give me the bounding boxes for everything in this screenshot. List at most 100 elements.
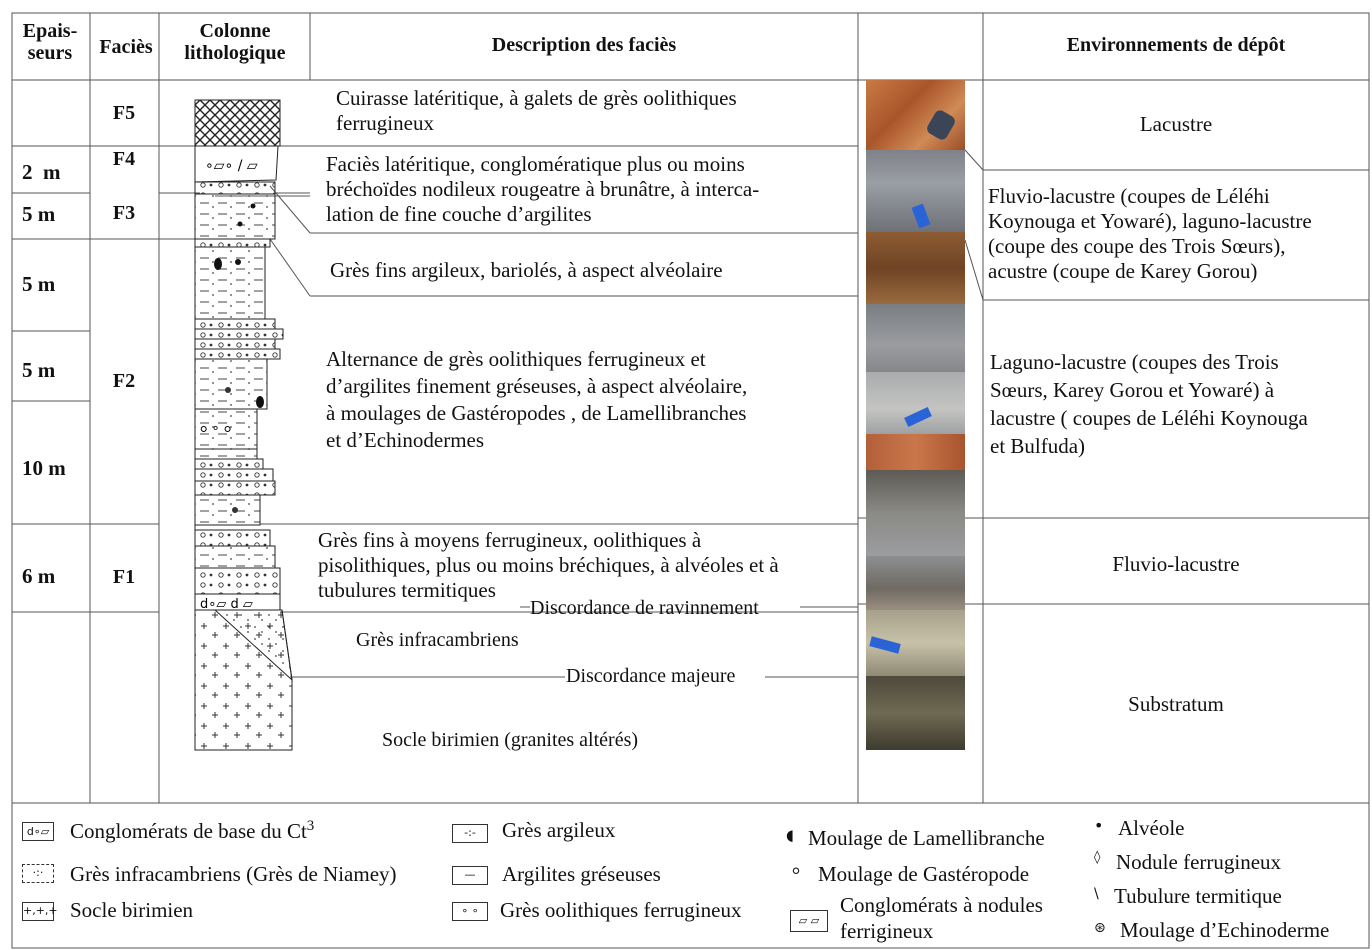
legend-infracambrien: Grès infracambriens (Grès de Niamey)	[70, 862, 397, 886]
facies-f5: F5	[112, 102, 136, 124]
description-f1-line: tubulures termitiques	[318, 578, 496, 602]
facies-f3: F3	[112, 202, 136, 224]
photo-f2b	[866, 372, 965, 434]
legend-argilites: Argilites gréseuses	[502, 862, 661, 886]
description-f5-line: Cuirasse latéritique, à galets de grès o…	[336, 86, 737, 110]
legend-symbol-glyph: -:-	[464, 826, 476, 839]
photo-f2d	[866, 470, 965, 556]
env-fluvio-laguno-line: Fluvio-lacustre (coupes de Léléhi	[988, 184, 1270, 208]
legend-symbol-conglomerat-nodules: ▱ ▱	[790, 910, 828, 932]
header-column-line1: Colonne	[199, 20, 271, 42]
header-column-line2: lithologique	[184, 42, 286, 64]
gres-infracambriens-label: Grès infracambriens	[356, 629, 519, 651]
photo-f3	[866, 232, 965, 304]
socle-label: Socle birimien (granites altérés)	[382, 729, 639, 751]
legend-symbol-glyph: ∘ ∘	[461, 904, 479, 917]
env-fluvio-laguno-line: (coupe des coupe des Trois Sœurs),	[988, 234, 1286, 258]
env-laguno-lacustre-line: et Bulfuda)	[990, 434, 1086, 458]
description-f4: Faciès latéritique, conglomératique plus…	[326, 152, 759, 227]
legend-symbol-argilites: —	[452, 866, 488, 885]
thickness-f4: 2 m	[22, 160, 61, 184]
lithological-column: ∘▱∘ / ▱ ߋ ∘ ߋ d∘▱ d ▱	[194, 99, 293, 751]
svg-text:ߋ ∘ ߋ: ߋ ∘ ߋ	[200, 421, 231, 436]
header-environment: Environnements de dépôt	[1066, 34, 1286, 56]
legend-symbol-lamellibranche: ◖	[786, 826, 794, 844]
legend-superscript: 3	[306, 818, 315, 834]
description-f5: Cuirasse latéritique, à galets de grès o…	[336, 86, 737, 136]
env-substratum: Substratum	[1128, 692, 1224, 716]
env-laguno-lacustre-line: lacustre ( coupes de Léléhi Koynouga	[990, 406, 1308, 430]
header-thickness: Epais- seurs	[14, 20, 86, 64]
facies-f2: F2	[112, 370, 136, 392]
legend-symbol-tubulure: \	[1094, 886, 1099, 902]
legend-symbol-infracambrien: ·:·	[22, 864, 54, 883]
env-laguno-lacustre-line: Laguno-lacustre (coupes des Trois	[990, 350, 1279, 374]
legend-symbol-socle: +,+,+	[22, 902, 58, 921]
description-f2: Alternance de grès oolithiques ferrugine…	[326, 346, 747, 454]
header-thickness-line2: seurs	[27, 42, 73, 64]
facies-f1: F1	[112, 566, 136, 588]
legend-lamellibranche: Moulage de Lamellibranche	[808, 826, 1045, 850]
thickness-f2c: 10 m	[22, 456, 66, 480]
thickness-f2b: 5 m	[22, 358, 56, 382]
photo-f2a	[866, 304, 965, 372]
legend-conglomerat-nodules-line: Conglomérats à nodules	[840, 893, 1043, 917]
legend-echinoderme: Moulage d’Echinoderme	[1120, 918, 1330, 942]
description-f1-line: pisolithiques, plus ou moins bréchiques,…	[318, 553, 779, 577]
env-fluvio-laguno-line: acustre (coupe de Karey Gorou)	[988, 259, 1258, 283]
description-f1-line: Grès fins à moyens ferrugineux, oolithiq…	[318, 528, 702, 552]
svg-text:d∘▱ d ▱: d∘▱ d ▱	[200, 597, 253, 612]
legend-symbol-gres-argileux: -:-	[452, 824, 488, 843]
env-fluvio-laguno: Fluvio-lacustre (coupes de Léléhi Koynou…	[988, 184, 1368, 284]
legend-conglomerat-nodules-line: ferrigineux	[840, 919, 934, 943]
discordance-majeure-label: Discordance majeure	[566, 665, 736, 687]
description-f2-line: et d’Echinodermes	[326, 428, 485, 452]
description-f4-line: lation de fine couche d’argilites	[326, 202, 592, 226]
legend-symbol-glyph: ·:·	[32, 866, 44, 879]
description-f2-line: d’argilites finement gréseuses, à aspect…	[326, 374, 748, 398]
header-facies: Faciès	[99, 36, 153, 58]
legend-symbol-oolithique: ∘ ∘	[452, 902, 488, 921]
legend-oolithique: Grès oolithiques ferrugineux	[500, 898, 742, 922]
env-fluvio-lacustre: Fluvio-lacustre	[1112, 552, 1240, 576]
legend-nodule: Nodule ferrugineux	[1116, 850, 1282, 874]
legend-symbol-glyph: +,+,+	[23, 904, 58, 917]
photo-socle	[866, 676, 965, 750]
header-thickness-line1: Epais-	[22, 20, 78, 42]
description-f3: Grès fins argileux, bariolés, à aspect a…	[330, 258, 723, 282]
legend-gasteropode: Moulage de Gastéropode	[818, 862, 1030, 886]
legend-symbol-glyph: ▱ ▱	[798, 914, 820, 927]
legend-symbol-glyph: d∘▱	[26, 825, 50, 838]
thickness-f3: 5 m	[22, 202, 56, 226]
header-column: Colonne lithologique	[162, 20, 308, 64]
env-fluvio-laguno-line: Koynouga et Yowaré), laguno-lacustre	[988, 209, 1312, 233]
legend-conglomerat-nodules: Conglomérats à nodules ferrigineux	[840, 892, 1043, 944]
svg-text:∘▱∘ / ▱: ∘▱∘ / ▱	[205, 158, 258, 174]
discordance-ravinnement-label: Discordance de ravinnement	[530, 597, 759, 619]
legend-tubulure: Tubulure termitique	[1114, 884, 1282, 908]
legend-conglomerat-base: Conglomérats de base du Ct3	[70, 818, 314, 844]
header-description: Description des faciès	[491, 34, 677, 56]
thickness-f1: 6 m	[22, 564, 56, 588]
legend-symbol-glyph: —	[464, 868, 476, 881]
legend-symbol-conglomerat-base: d∘▱	[22, 822, 54, 841]
description-f5-line: ferrugineux	[336, 111, 434, 135]
photo-f2c	[866, 434, 965, 470]
legend-gres-argileux: Grès argileux	[502, 818, 616, 842]
photo-f1	[866, 556, 965, 610]
legend-alveole: Alvéole	[1118, 816, 1185, 840]
legend-symbol-echinoderme: ⊛	[1094, 920, 1106, 936]
description-f4-line: bréchoïdes nodileux rougeatre à brunâtre…	[326, 177, 760, 201]
thickness-f2a: 5 m	[22, 272, 56, 296]
legend-conglomerat-base-text: Conglomérats de base du Ct	[70, 819, 307, 843]
legend-socle: Socle birimien	[70, 898, 194, 922]
description-f2-line: à moulages de Gastéropodes , de Lamellib…	[326, 401, 747, 425]
legend-symbol-nodule: ◊	[1094, 850, 1101, 865]
facies-f4: F4	[112, 148, 136, 170]
legend-symbol-alveole: •	[1094, 816, 1104, 835]
legend-symbol-gasteropode: ߋ	[792, 862, 800, 878]
description-f1: Grès fins à moyens ferrugineux, oolithiq…	[318, 528, 779, 603]
env-lacustre: Lacustre	[1139, 112, 1213, 136]
description-f2-line: Alternance de grès oolithiques ferrugine…	[326, 347, 706, 371]
